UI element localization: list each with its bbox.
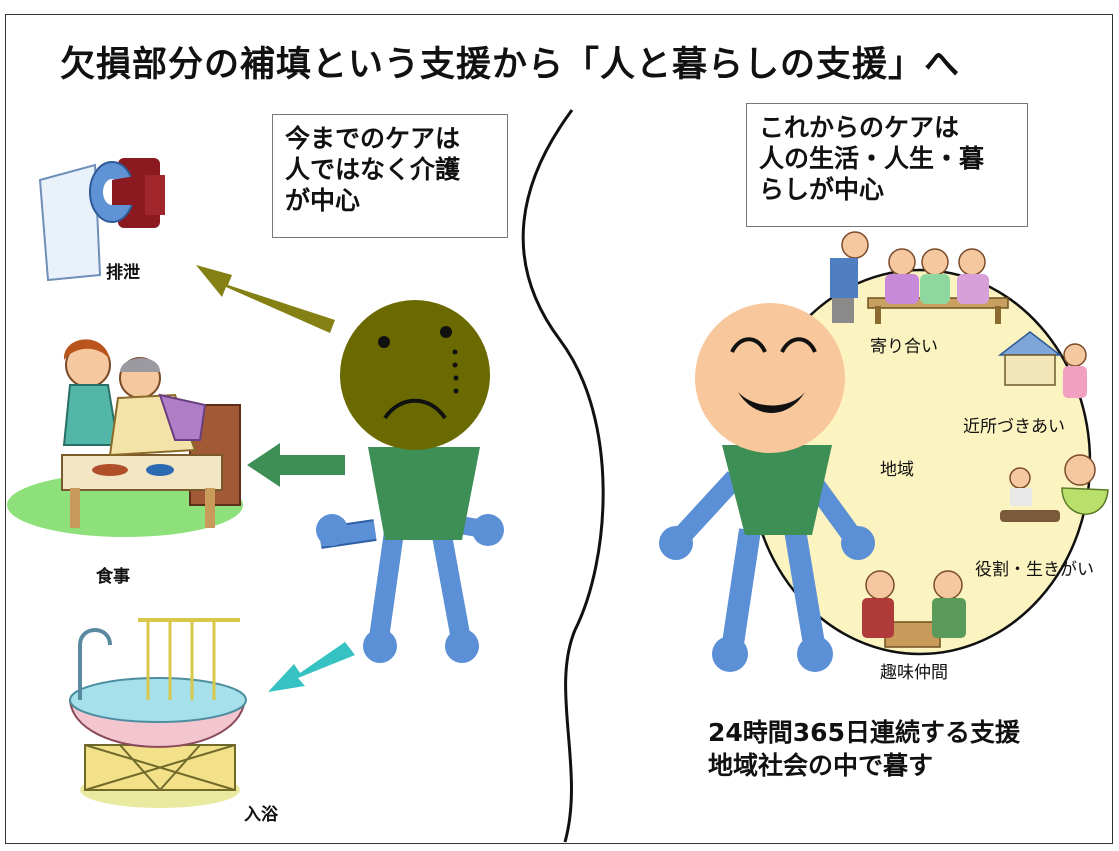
footer-line-2: 地域社会の中で暮す <box>708 751 934 780</box>
bath-illustration <box>68 618 247 808</box>
footer-line-1: 24時間365日連続する支援 <box>708 718 1020 747</box>
current-care-line-1: 今までのケアは <box>285 124 461 153</box>
meal-illustration <box>7 339 243 537</box>
current-care-line-3: が中心 <box>285 186 361 215</box>
future-care-box: これからのケアは 人の生活・人生・暮 らしが中心 <box>746 103 1028 227</box>
label-role: 役割・生きがい <box>975 560 1094 580</box>
future-care-line-1: これからのケアは <box>759 113 960 142</box>
divider-line <box>521 109 605 843</box>
hobby-illustration <box>862 570 966 648</box>
footer-text: 24時間365日連続する支援 地域社会の中で暮す <box>708 716 1020 782</box>
toilet-paper-illustration <box>38 158 165 282</box>
role-illustration <box>1000 454 1109 522</box>
future-care-line-2: 人の生活・人生・暮 <box>759 144 985 173</box>
happy-figure <box>659 303 875 672</box>
label-hobby: 趣味仲間 <box>880 663 948 683</box>
label-community: 地域 <box>880 460 914 480</box>
arrow-to-toilet <box>196 265 335 333</box>
sad-figure <box>316 300 504 663</box>
slide-title: 欠損部分の補填という支援から「人と暮らしの支援」へ <box>60 45 961 85</box>
label-meal: 食事 <box>96 567 130 587</box>
arrow-to-meal <box>247 443 345 487</box>
future-care-line-3: らしが中心 <box>759 175 885 204</box>
label-bath: 入浴 <box>244 805 278 825</box>
gathering-illustration <box>830 231 1009 324</box>
neighbors-illustration <box>997 331 1087 398</box>
current-care-box: 今までのケアは 人ではなく介護 が中心 <box>272 114 508 238</box>
current-care-line-2: 人ではなく介護 <box>285 155 461 184</box>
label-toilet: 排泄 <box>106 263 140 283</box>
slide-frame <box>5 14 1113 844</box>
label-neighbors: 近所づきあい <box>963 417 1065 437</box>
label-gathering: 寄り合い <box>870 337 938 357</box>
arrow-to-bath <box>268 642 355 692</box>
